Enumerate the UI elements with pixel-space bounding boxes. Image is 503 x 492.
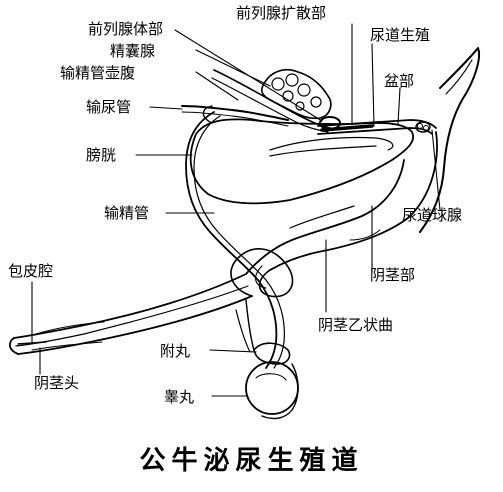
penis-free-top: [13, 273, 247, 339]
label-pelvic-part: 盆部: [384, 72, 415, 90]
bladder-inner-bottom: [269, 145, 377, 157]
label-penis-part: 阴茎部: [370, 266, 416, 284]
penis-fold: [349, 229, 381, 241]
leader-urethra-genital: [371, 43, 375, 127]
ureter-tube: [181, 105, 289, 121]
seminal-vesicle-lobe: [295, 101, 305, 111]
testis-shape: [245, 361, 299, 415]
pelvis-outline: [419, 47, 480, 233]
label-bladder: 膀胱: [86, 146, 117, 164]
spermatic-cord: [245, 299, 255, 351]
ampulla-shape-inner: [211, 77, 329, 133]
penis-ventral-line: [245, 159, 405, 275]
bulbourethral-gland-shape: [415, 121, 431, 133]
seminal-vesicle-lobe: [297, 83, 311, 97]
seminal-vesicle-shape: [260, 68, 332, 120]
glans-shape: [9, 337, 19, 355]
seminal-vesicle-lobe: [285, 73, 299, 87]
seminal-vesicle-lobe: [271, 77, 285, 91]
label-seminal-vesicle: 精囊腺: [110, 42, 156, 60]
label-ureter: 输尿管: [86, 98, 132, 116]
leader-ampulla: [195, 71, 239, 101]
bladder-inner-top: [269, 136, 394, 151]
seminal-vesicle-lobe: [310, 96, 322, 108]
penis-free-bottom: [17, 295, 253, 355]
label-vas-deferens: 输精管: [104, 204, 150, 222]
diagram-caption: 公牛泌尿生殖道: [139, 446, 364, 476]
label-sigmoid-flexure: 阴茎乙状曲: [318, 316, 394, 334]
bladder-shape: [189, 118, 414, 205]
pelvis-inner-outline: [445, 59, 473, 95]
spermatic-cord-2: [235, 309, 251, 353]
label-epididymis: 附丸: [160, 342, 191, 360]
penis-inner-line: [289, 205, 355, 229]
leader-pelvic-part: [397, 87, 401, 125]
label-urethra-genital: 尿道生殖: [370, 26, 431, 44]
testis-inner: [255, 373, 287, 381]
prepuce-line-2: [31, 341, 103, 351]
vas-deferens-tube: [185, 111, 278, 369]
epididymis-shape: [253, 342, 291, 365]
urethra-free: [15, 285, 249, 347]
bladder-neck: [202, 105, 213, 123]
penis-dorsal-line: [269, 131, 438, 271]
leader-bulbourethral: [431, 129, 441, 211]
sigmoid-flexure-curve: [230, 248, 294, 298]
label-glans-penis: 阴茎头: [34, 374, 80, 392]
disseminate-prostate-dark: [320, 124, 374, 132]
label-bulbourethral-gland: 尿道球腺: [402, 206, 463, 224]
label-prostate-disseminate: 前列腺扩散部: [236, 4, 327, 22]
bulbourethral-gland-lobe: [423, 125, 429, 131]
leader-epididymis: [209, 349, 257, 353]
label-testis: 睾丸: [164, 388, 195, 406]
label-preputial-cavity: 包皮腔: [8, 262, 54, 280]
epididymis-tail: [261, 363, 299, 420]
vas-deferens-tube-2: [193, 115, 285, 369]
leader-ureter: [149, 106, 183, 110]
leader-seminal-vesicle: [195, 49, 271, 87]
bulbourethral-gland-lobe: [417, 123, 423, 129]
seminal-vesicle-lobe: [282, 90, 294, 102]
label-ampulla: 输精管壶腹: [60, 64, 136, 82]
prepuce-line-1: [35, 321, 105, 335]
label-prostate-body: 前列腺体部: [88, 20, 164, 38]
